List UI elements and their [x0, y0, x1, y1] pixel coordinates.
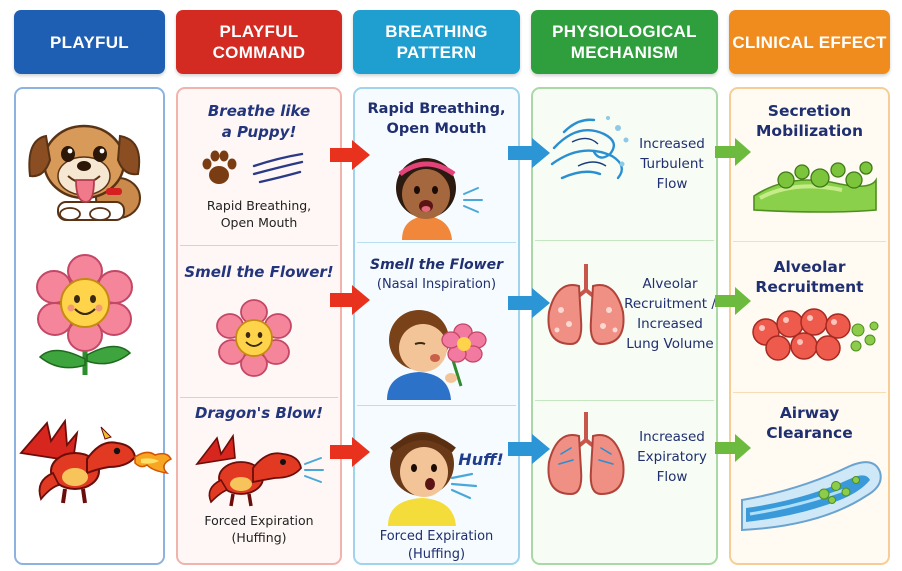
- command-puppy-desc-line1: Rapid Breathing,: [180, 197, 338, 214]
- pattern-huff-line2: (Huffing): [357, 545, 516, 564]
- pattern-rapid-line2: Open Mouth: [357, 120, 516, 139]
- mechanism-expiratory-line1: Increased: [628, 427, 716, 447]
- command-flower: Smell the Flower!: [180, 262, 338, 282]
- mechanism-turbulent-line2: Turbulent: [632, 154, 712, 174]
- command-puppy-line1: Breathe like: [180, 101, 338, 121]
- effect-secretion-line1: Secretion: [733, 101, 886, 121]
- arrow-right-icon: [328, 138, 372, 172]
- dragon-icon: [17, 415, 172, 507]
- effect-secretion-line2: Mobilization: [733, 121, 886, 141]
- flower-icon: [30, 255, 140, 377]
- header-playful: PLAYFUL: [14, 10, 165, 74]
- mechanism-turbulent-line3: Flow: [632, 174, 712, 194]
- mechanism-alveolar-line1: Alveolar: [624, 274, 716, 294]
- row-divider: [357, 242, 516, 243]
- command-dragon: Dragon's Blow!: [180, 403, 338, 423]
- pattern-rapid-line1: Rapid Breathing,: [357, 100, 516, 119]
- mechanism-alveolar-line3: Increased: [624, 314, 716, 334]
- child-huffing-icon: [368, 420, 508, 526]
- airway-clearance-icon: [740, 450, 886, 534]
- effect-airway-line2: Clearance: [733, 423, 886, 443]
- pattern-huff-line1: Forced Expiration: [357, 527, 516, 546]
- mechanism-expiratory-line3: Flow: [628, 467, 716, 487]
- command-dragon-desc-line2: (Huffing): [180, 529, 338, 546]
- small-flower-icon: [212, 300, 296, 376]
- small-dragon-icon: [193, 430, 325, 508]
- row-divider: [535, 400, 714, 401]
- child-panting-icon: [372, 148, 502, 240]
- row-divider: [357, 405, 516, 406]
- mechanism-turbulent-line1: Increased: [632, 134, 712, 154]
- arrow-right-icon: [506, 136, 552, 170]
- row-divider: [733, 392, 886, 393]
- arrow-right-icon: [328, 435, 372, 469]
- row-divider: [180, 397, 338, 398]
- lungs-airflow-icon: [543, 408, 629, 498]
- turbulent-flow-icon: [548, 108, 634, 192]
- effect-alveolar-line2: Recruitment: [733, 277, 886, 297]
- effect-alveolar-line1: Alveolar: [733, 257, 886, 277]
- alveoli-icon: [748, 302, 884, 364]
- mucus-icon: [750, 150, 880, 220]
- row-divider: [180, 245, 338, 246]
- command-puppy-line2: a Puppy!: [180, 122, 338, 142]
- pattern-flower-line1: Smell the Flower: [357, 256, 516, 275]
- mechanism-alveolar-line4: Lung Volume: [624, 334, 716, 354]
- row-divider: [733, 241, 886, 242]
- header-clinical-effect: CLINICAL EFFECT: [729, 10, 890, 74]
- row-divider: [535, 240, 714, 241]
- mechanism-expiratory-line2: Expiratory: [628, 447, 716, 467]
- mechanism-alveolar-line2: Recruitment /: [624, 294, 716, 314]
- effect-airway-line1: Airway: [733, 403, 886, 423]
- command-dragon-desc-line1: Forced Expiration: [180, 512, 338, 529]
- child-smelling-icon: [375, 296, 505, 400]
- puppy-icon: [20, 110, 150, 225]
- paw-icon: [199, 148, 239, 188]
- command-puppy-desc-line2: Open Mouth: [180, 214, 338, 231]
- wind-lines-icon: [252, 152, 304, 186]
- pattern-flower-line2: (Nasal Inspiration): [357, 275, 516, 294]
- lungs-icon: [543, 260, 629, 348]
